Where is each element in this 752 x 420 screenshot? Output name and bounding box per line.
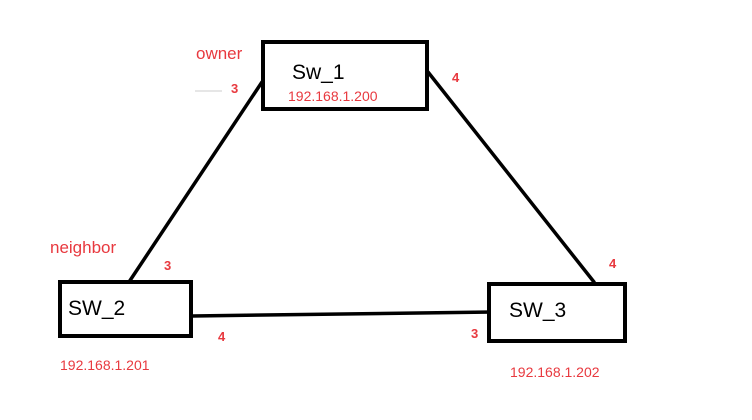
switch-sw2-name: SW_2 [68, 297, 126, 320]
link-sw2-sw3 [190, 310, 495, 318]
switch-sw3 [487, 282, 627, 343]
switch-sw1-name: Sw_1 [292, 61, 345, 84]
neighbor-label: neighbor [50, 238, 117, 257]
port-sw3-to-sw2: 3 [471, 326, 479, 341]
port-sw1-to-sw3: 4 [452, 70, 460, 85]
switch-sw2-ip: 192.168.1.201 [60, 357, 150, 373]
switch-sw3-name: SW_3 [509, 299, 567, 322]
owner-label: owner [196, 44, 243, 63]
switch-sw2 [58, 280, 193, 338]
port-sw2-to-sw1: 3 [164, 258, 172, 273]
link-sw1-sw2 [127, 80, 264, 284]
switch-sw1-ip: 192.168.1.200 [288, 88, 378, 104]
switch-sw3-ip: 192.168.1.202 [510, 364, 600, 380]
port-sw3-to-sw1: 4 [609, 256, 617, 271]
link-sw1-sw3 [426, 70, 596, 284]
port-sw1-to-sw2: 3 [231, 81, 239, 96]
port-sw2-to-sw3: 4 [218, 329, 226, 344]
switch-sw1 [261, 40, 429, 111]
